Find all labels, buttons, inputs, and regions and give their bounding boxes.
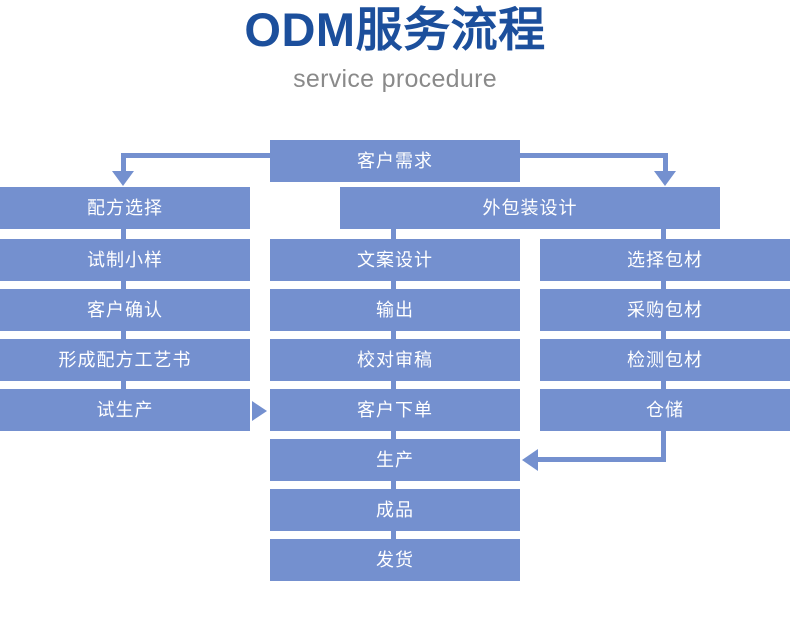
arrow-left-to-production (522, 449, 538, 471)
node-proofread[interactable]: 校对审稿 (270, 339, 520, 381)
connector-top-bus-left (121, 153, 273, 158)
node-warehousing[interactable]: 仓储 (540, 389, 790, 431)
connector-left-col-2 (121, 279, 126, 291)
connector-center-col-1 (391, 229, 396, 241)
arrow-right-trial-to-order (252, 401, 267, 421)
connector-left-branch-drop (121, 153, 126, 173)
connector-right-col-1 (661, 229, 666, 241)
connector-left-col-3 (121, 329, 126, 341)
connector-top-bus-right (517, 153, 668, 158)
page-subtitle: service procedure (293, 65, 497, 93)
node-formula-doc[interactable]: 形成配方工艺书 (0, 339, 250, 381)
node-shipment[interactable]: 发货 (270, 539, 520, 581)
connector-left-col-4 (121, 379, 126, 391)
connector-center-col-4 (391, 379, 396, 391)
node-trial-production[interactable]: 试生产 (0, 389, 250, 431)
connector-center-col-6 (391, 479, 396, 491)
arrow-down-right-branch (654, 171, 676, 186)
node-finished-goods[interactable]: 成品 (270, 489, 520, 531)
node-formula-selection[interactable]: 配方选择 (0, 187, 250, 229)
connector-center-col-7 (391, 529, 396, 541)
connector-right-branch-drop (663, 153, 668, 173)
node-trial-sample[interactable]: 试制小样 (0, 239, 250, 281)
connector-center-col-3 (391, 329, 396, 341)
node-customer-order[interactable]: 客户下单 (270, 389, 520, 431)
node-customer-demand[interactable]: 客户需求 (270, 140, 520, 182)
connector-right-col-4 (661, 379, 666, 391)
connector-right-col-2 (661, 279, 666, 291)
connector-warehouse-down (661, 429, 666, 462)
connector-center-col-5 (391, 429, 396, 441)
node-customer-confirm[interactable]: 客户确认 (0, 289, 250, 331)
connector-center-col-2 (391, 279, 396, 291)
node-purchase-packaging[interactable]: 采购包材 (540, 289, 790, 331)
node-package-design[interactable]: 外包装设计 (340, 187, 720, 229)
page-header: ODM服务流程 service procedure (0, 0, 790, 94)
connector-warehouse-to-production (538, 457, 666, 462)
node-copy-design[interactable]: 文案设计 (270, 239, 520, 281)
node-inspect-packaging[interactable]: 检测包材 (540, 339, 790, 381)
connector-left-col-1 (121, 229, 126, 241)
page-title: ODM服务流程 (244, 3, 546, 56)
node-production[interactable]: 生产 (270, 439, 520, 481)
node-output[interactable]: 输出 (270, 289, 520, 331)
arrow-down-left-branch (112, 171, 134, 186)
connector-right-col-3 (661, 329, 666, 341)
node-select-packaging[interactable]: 选择包材 (540, 239, 790, 281)
